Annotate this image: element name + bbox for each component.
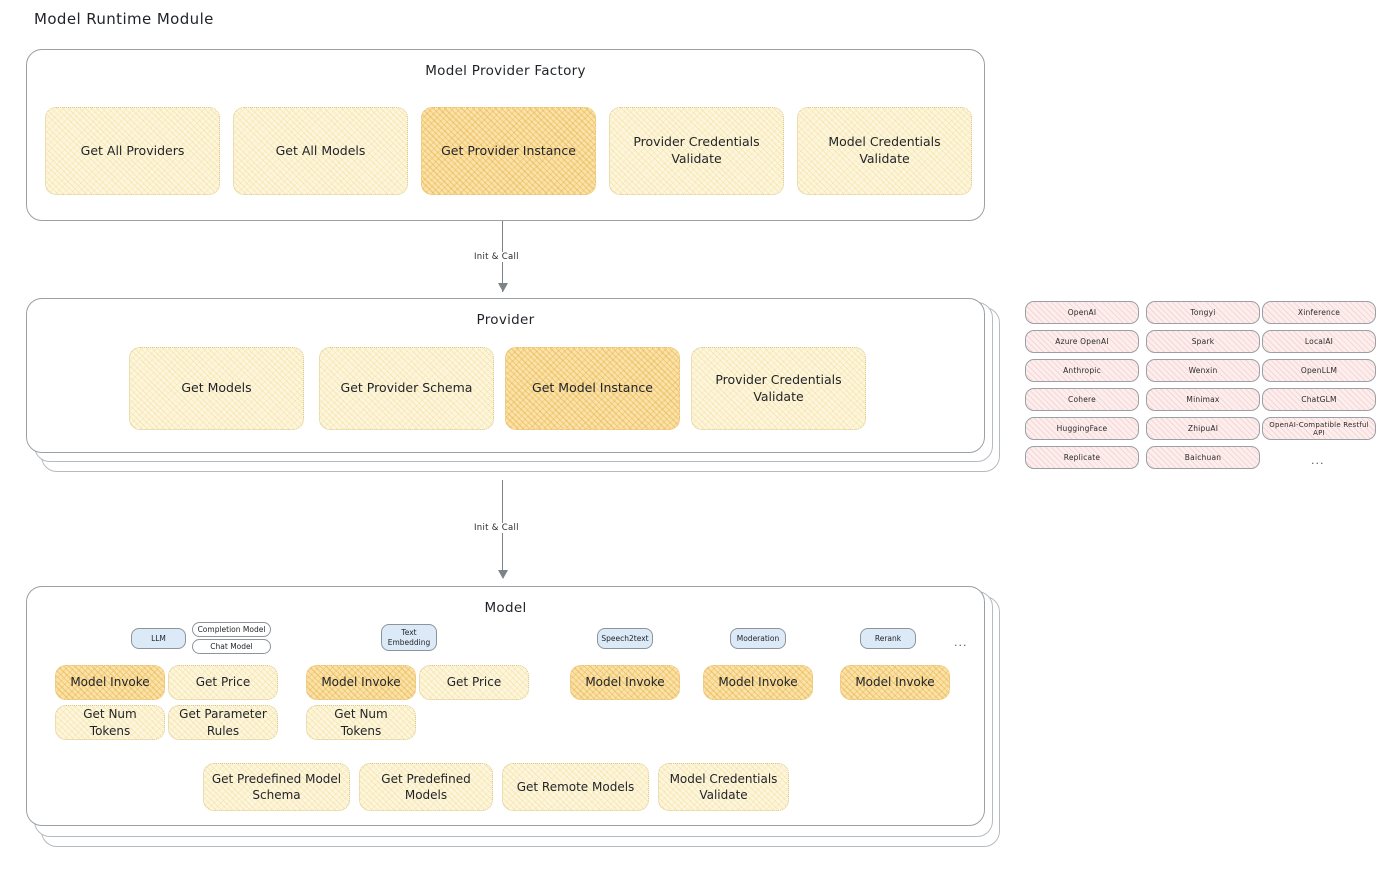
model-node-rerank-model-invoke[interactable]: Model Invoke [840,665,950,700]
factory-node-get-provider-instance[interactable]: Get Provider Instance [421,107,596,195]
provider-chip-openai-compatible-restful-api[interactable]: OpenAI-Compatible Restful API [1262,417,1376,440]
arrow-factory-to-provider-head [498,283,508,292]
provider-node-get-provider-schema[interactable]: Get Provider Schema [319,347,494,430]
model-node-llm-get-parameter-rules[interactable]: Get Parameter Rules [168,705,278,740]
model-node-llm-get-num-tokens[interactable]: Get Num Tokens [55,705,165,740]
model-node-moderation-model-invoke[interactable]: Model Invoke [703,665,813,700]
model-subpill-completion-model[interactable]: Completion Model [192,622,271,637]
factory-node-model-credentials-validate[interactable]: Model Credentials Validate [797,107,972,195]
provider-chip-cohere[interactable]: Cohere [1025,388,1139,411]
provider-chip-localai[interactable]: LocalAI [1262,330,1376,353]
provider-chip-xinference[interactable]: Xinference [1262,301,1376,324]
factory-node-provider-credentials-validate[interactable]: Provider Credentials Validate [609,107,784,195]
provider-chip-spark[interactable]: Spark [1146,330,1260,353]
provider-chip-chatglm[interactable]: ChatGLM [1262,388,1376,411]
provider-chip-baichuan[interactable]: Baichuan [1146,446,1260,469]
provider-chip-minimax[interactable]: Minimax [1146,388,1260,411]
model-provider-factory-panel: Model Provider Factory Get All Providers… [26,49,985,221]
model-node-llm-model-invoke[interactable]: Model Invoke [55,665,165,700]
model-node-llm-get-price[interactable]: Get Price [168,665,278,700]
arrow-provider-to-model-label: Init & Call [471,523,522,533]
model-title: Model [484,600,527,616]
provider-chip-huggingface[interactable]: HuggingFace [1025,417,1139,440]
arrow-provider-to-model-head [498,570,508,579]
provider-title: Provider [476,312,535,328]
model-node-text-embedding-get-price[interactable]: Get Price [419,665,529,700]
factory-node-get-all-providers[interactable]: Get All Providers [45,107,220,195]
model-panel: Model LLM Completion Model Chat Model Mo… [26,586,985,826]
provider-chip-zhipuai[interactable]: ZhipuAI [1146,417,1260,440]
provider-chip-openai[interactable]: OpenAI [1025,301,1139,324]
provider-chip-azure-openai[interactable]: Azure OpenAI [1025,330,1139,353]
model-type-pill-llm[interactable]: LLM [131,628,186,649]
model-subpill-chat-model[interactable]: Chat Model [192,639,271,654]
model-groups-more-ellipsis: ... [954,636,968,649]
model-type-pill-rerank[interactable]: Rerank [860,628,916,649]
model-node-model-credentials-validate[interactable]: Model Credentials Validate [658,763,789,811]
provider-chip-openllm[interactable]: OpenLLM [1262,359,1376,382]
model-type-pill-speech2text[interactable]: Speech2text [597,628,653,649]
provider-chip-anthropic[interactable]: Anthropic [1025,359,1139,382]
model-type-pill-text-embedding[interactable]: Text Embedding [381,624,437,651]
provider-list-more-ellipsis: ... [1311,454,1325,467]
provider-chip-replicate[interactable]: Replicate [1025,446,1139,469]
provider-panel: Provider Get Models Get Provider Schema … [26,298,985,453]
model-node-speech2text-model-invoke[interactable]: Model Invoke [570,665,680,700]
provider-chip-tongyi[interactable]: Tongyi [1146,301,1260,324]
arrow-factory-to-provider-label: Init & Call [471,252,522,262]
model-node-text-embedding-model-invoke[interactable]: Model Invoke [306,665,416,700]
model-node-get-remote-models[interactable]: Get Remote Models [502,763,649,811]
model-node-get-predefined-model-schema[interactable]: Get Predefined Model Schema [203,763,350,811]
model-node-text-embedding-get-num-tokens[interactable]: Get Num Tokens [306,705,416,740]
factory-node-get-all-models[interactable]: Get All Models [233,107,408,195]
model-type-pill-moderation[interactable]: Moderation [730,628,786,649]
page-title: Model Runtime Module [34,10,214,28]
model-provider-factory-title: Model Provider Factory [425,63,586,79]
provider-chip-wenxin[interactable]: Wenxin [1146,359,1260,382]
provider-node-get-model-instance[interactable]: Get Model Instance [505,347,680,430]
model-node-get-predefined-models[interactable]: Get Predefined Models [359,763,493,811]
provider-node-get-models[interactable]: Get Models [129,347,304,430]
provider-node-provider-credentials-validate[interactable]: Provider Credentials Validate [691,347,866,430]
